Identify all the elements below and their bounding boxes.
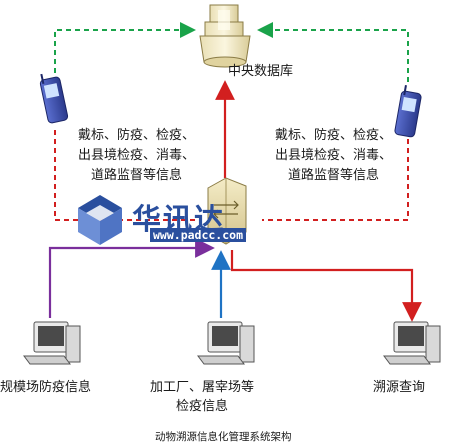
- computer-icon: [23, 321, 81, 365]
- node-label-farm: 规模场防疫信息: [0, 378, 91, 397]
- right-info-text: 戴标、防疫、检疫、 出县境检疫、消毒、 道路监督等信息: [275, 126, 392, 186]
- left-info-line: 道路监督等信息: [91, 168, 183, 183]
- left-info-line: 戴标、防疫、检疫、: [78, 128, 196, 143]
- right-info-line: 戴标、防疫、检疫、: [275, 128, 393, 143]
- mobile-phone-icon: [394, 85, 422, 138]
- left-info-line: 出县境检疫、消毒、: [78, 148, 196, 163]
- right-info-line: 出县境检疫、消毒、: [275, 148, 393, 163]
- watermark-logo-icon: [78, 195, 122, 245]
- computer-icon: [383, 321, 441, 365]
- node-label-line: 溯源查询: [373, 380, 426, 395]
- red-link-right: [262, 130, 409, 221]
- mobile-phone-icon: [39, 73, 69, 124]
- green-link-right: [257, 22, 409, 82]
- watermark-url: www.padcc.com: [150, 228, 247, 242]
- red-link-to-query: [230, 250, 422, 322]
- node-label-line: 检疫信息: [176, 399, 229, 414]
- purple-link: [48, 238, 215, 318]
- green-link-left: [54, 22, 196, 82]
- red-link-left: [54, 130, 195, 221]
- database-icon: [199, 4, 251, 68]
- right-info-line: 道路监督等信息: [288, 168, 380, 183]
- red-dashed-links: [54, 130, 409, 221]
- computer-icon: [197, 321, 255, 365]
- node-label-processing: 加工厂、屠宰场等 检疫信息: [150, 378, 254, 416]
- figure-caption: 动物溯源信息化管理系统架构: [155, 431, 292, 443]
- node-label-line: 规模场防疫信息: [0, 380, 92, 395]
- node-label-line: 加工厂、屠宰场等: [150, 380, 255, 395]
- green-dashed-links: [54, 22, 409, 82]
- central-db-label: 中央数据库: [228, 64, 294, 79]
- node-label-trace-query: 溯源查询: [373, 378, 425, 397]
- left-info-text: 戴标、防疫、检疫、 出县境检疫、消毒、 道路监督等信息: [78, 126, 195, 186]
